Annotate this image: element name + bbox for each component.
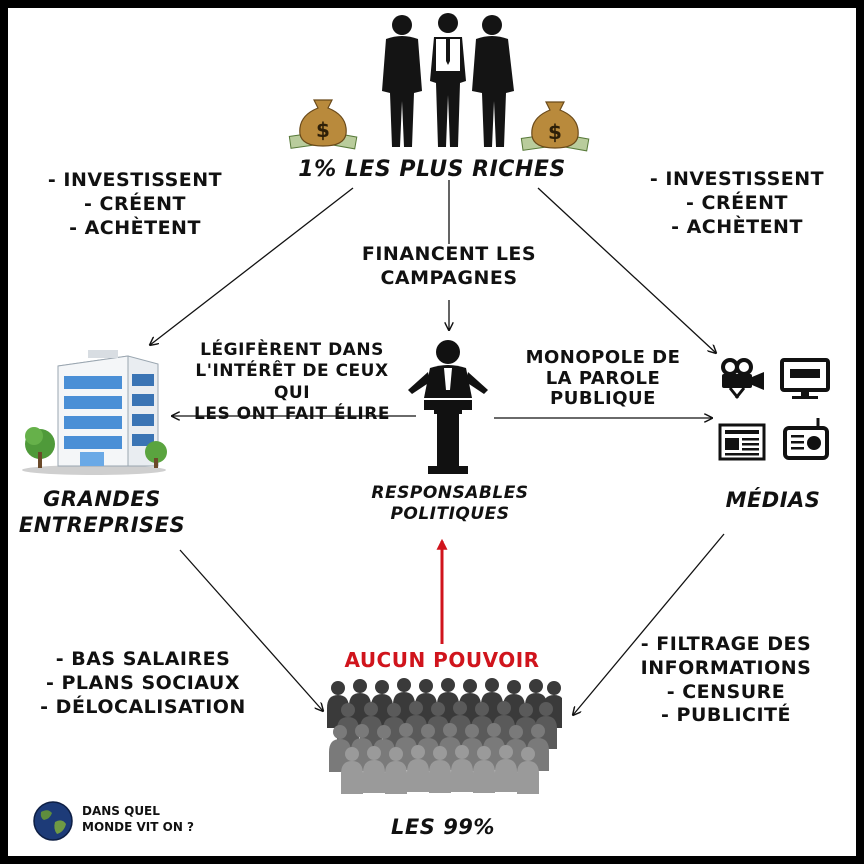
effect-item: - BAS SALAIRES <box>55 648 231 670</box>
node-the-99: LES 99% <box>391 815 495 839</box>
logo-text: DANS QUEL MONDE VIT ON ? <box>82 804 232 835</box>
actions-item: - INVESTISSENT <box>47 169 223 191</box>
businessmen-icon <box>382 13 514 147</box>
effect-item: - FILTRAGE DES <box>640 633 812 655</box>
effect-item: - PUBLICITÉ <box>661 704 791 727</box>
actions-item: - CRÉENT <box>686 191 788 214</box>
legislate-line: LES ONT FAIT ÉLIRE <box>194 403 390 424</box>
label-monopoly: MONOPOLE DE LA PAROLE PUBLIQUE <box>508 347 698 410</box>
radio-icon <box>783 418 829 460</box>
node-media: MÉDIAS <box>725 488 821 512</box>
monopoly-line: LA PAROLE <box>545 367 661 389</box>
crowd-icon <box>327 678 562 794</box>
svg-text:$: $ <box>548 120 562 144</box>
node-top-richest: 1% LES PLUS RICHES <box>298 157 566 182</box>
node-line: POLITIQUES <box>390 504 510 525</box>
actions-item: - CRÉENT <box>84 192 186 215</box>
monopoly-line: MONOPOLE DE <box>525 347 681 368</box>
label-finance-campaigns: FINANCENT LES CAMPAGNES <box>339 243 559 291</box>
legislate-line: LÉGIFÈRENT DANS <box>200 340 384 360</box>
actions-item: - INVESTISSENT <box>649 168 825 190</box>
arrows-layer <box>8 180 725 856</box>
office-building-icon <box>22 350 167 475</box>
finance-line: CAMPAGNES <box>380 266 518 289</box>
arrow-media-to-people <box>573 533 725 715</box>
svg-text:$: $ <box>316 118 330 142</box>
effect-item: - PLANS SOCIAUX <box>46 671 240 694</box>
node-line: GRANDES <box>43 487 161 511</box>
effect-item: INFORMATIONS <box>640 656 812 679</box>
actions-item: - ACHÈTENT <box>671 215 803 238</box>
arrow-rich-to-companies <box>150 187 354 345</box>
effects-of-media: - FILTRAGE DES INFORMATIONS - CENSURE - … <box>622 633 830 728</box>
money-bag-icon: $ <box>520 101 590 152</box>
video-camera-icon <box>721 358 764 399</box>
monopoly-line: PUBLIQUE <box>550 388 656 410</box>
actions-to-media: - INVESTISSENT - CRÉENT - ACHÈTENT <box>642 168 832 239</box>
arrow-rich-to-media <box>537 187 716 353</box>
actions-item: - ACHÈTENT <box>69 216 201 239</box>
logo-line: DANS QUEL <box>82 804 160 818</box>
arrow-companies-to-people <box>179 549 323 711</box>
node-line: RESPONSABLES <box>371 483 529 503</box>
effect-item: - DÉLOCALISATION <box>40 695 246 718</box>
globe-icon <box>33 801 73 841</box>
label-no-power: AUCUN POUVOIR <box>344 648 540 672</box>
label-legislate: LÉGIFÈRENT DANS L'INTÉRÊT DE CEUX QUI LE… <box>182 340 402 425</box>
diagram-canvas: $ $ 1% LES PLUS RICHES - INVESTISSENT - … <box>8 8 856 856</box>
node-big-companies: GRANDES ENTREPRISES <box>10 486 194 539</box>
effect-item: - CENSURE <box>666 680 786 703</box>
newspaper-icon <box>718 423 766 461</box>
tv-news-icon <box>780 358 830 399</box>
actions-to-companies: - INVESTISSENT - CRÉENT - ACHÈTENT <box>40 169 230 240</box>
money-bag-icon: $ <box>288 99 358 150</box>
effects-of-companies: - BAS SALAIRES - PLANS SOCIAUX - DÉLOCAL… <box>28 648 258 719</box>
logo-line: MONDE VIT ON ? <box>82 819 195 834</box>
politician-podium-icon <box>408 340 488 474</box>
node-line: ENTREPRISES <box>18 513 186 538</box>
finance-line: FINANCENT LES <box>361 243 537 265</box>
node-politicians: RESPONSABLES POLITIQUES <box>352 483 548 526</box>
legislate-line: L'INTÉRÊT DE CEUX QUI <box>195 361 389 403</box>
